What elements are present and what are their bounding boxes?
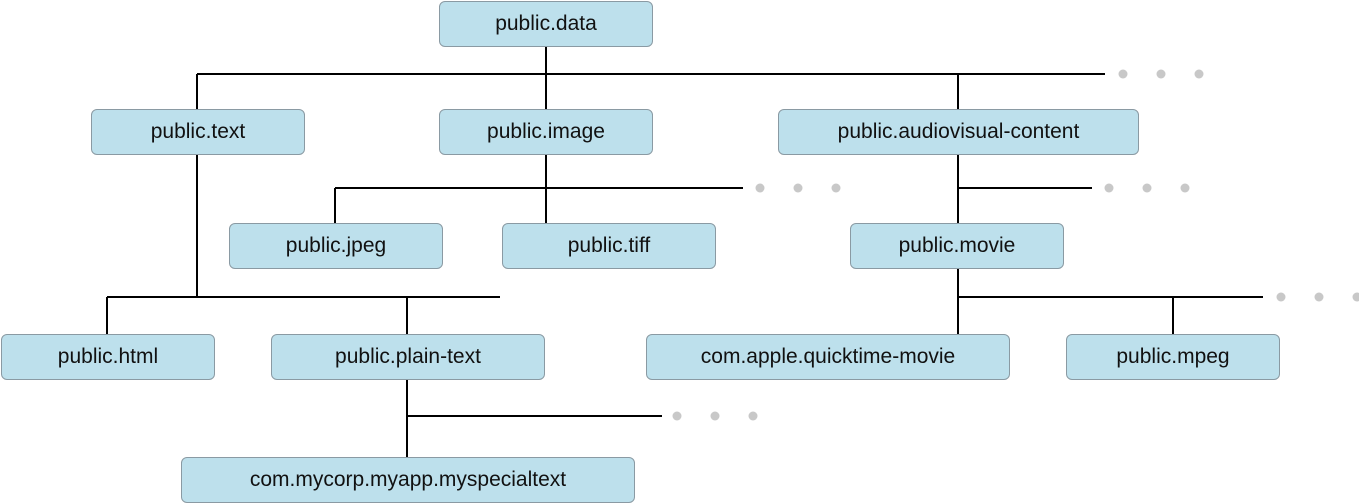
ellipsis-dot-image-children xyxy=(755,183,765,193)
node-public-text: public.text xyxy=(91,109,305,155)
node-public-jpeg: public.jpeg xyxy=(229,223,443,269)
ellipsis-dot-audiovisual-children xyxy=(1104,183,1114,193)
node-public-data: public.data xyxy=(439,1,653,47)
ellipsis-dot-plain-text-children xyxy=(672,411,682,421)
node-public-tiff: public.tiff xyxy=(502,223,716,269)
ellipsis-dot-movie-children xyxy=(1276,292,1286,302)
ellipsis-dot-plain-text-children xyxy=(748,411,758,421)
node-public-mpeg: public.mpeg xyxy=(1066,334,1280,380)
node-public-audiovisual-content: public.audiovisual-content xyxy=(778,109,1139,155)
ellipsis-dot-image-children xyxy=(831,183,841,193)
ellipsis-dot-image-children xyxy=(793,183,803,193)
ellipsis-dot-audiovisual-children xyxy=(1142,183,1152,193)
ellipsis-dot-data-level xyxy=(1156,69,1166,79)
node-public-movie: public.movie xyxy=(850,223,1064,269)
node-com-apple-quicktime-movie: com.apple.quicktime-movie xyxy=(646,334,1010,380)
ellipsis-dot-data-level xyxy=(1118,69,1128,79)
ellipsis-dot-data-level xyxy=(1194,69,1204,79)
ellipsis-dot-movie-children xyxy=(1352,292,1359,302)
ellipsis-dot-plain-text-children xyxy=(710,411,720,421)
node-com-mycorp-myapp-myspecialtext: com.mycorp.myapp.myspecialtext xyxy=(181,457,635,503)
node-public-image: public.image xyxy=(439,109,653,155)
node-public-html: public.html xyxy=(1,334,215,380)
ellipsis-dot-movie-children xyxy=(1314,292,1324,302)
node-public-plain-text: public.plain-text xyxy=(271,334,545,380)
ellipsis-dot-audiovisual-children xyxy=(1180,183,1190,193)
